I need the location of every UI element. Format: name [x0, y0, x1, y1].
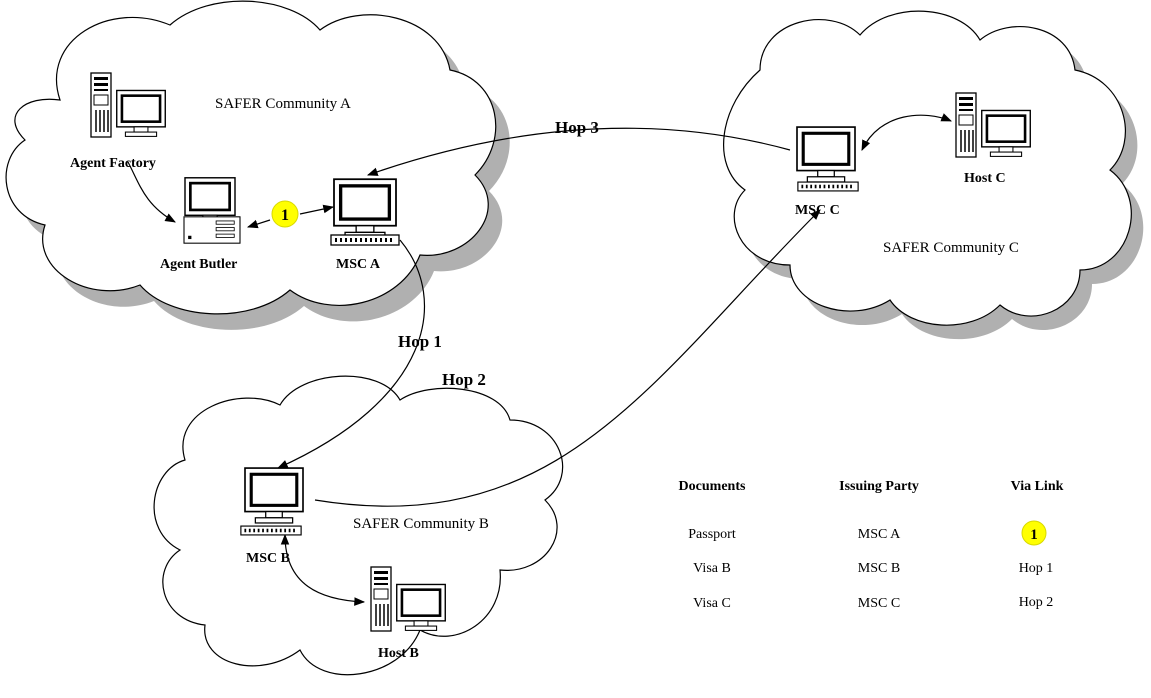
- mscb-hostb-link: [280, 533, 366, 606]
- table-cell-issuer: MSC A: [858, 527, 901, 542]
- table-cell-via: Hop 2: [1019, 595, 1054, 610]
- hop1-link: [277, 239, 426, 469]
- table-cell-issuer: MSC B: [858, 561, 900, 576]
- agent-butler-node: Agent Butler: [160, 176, 241, 272]
- msc-b-label: MSC B: [246, 551, 290, 566]
- mscc-hostc-link: [861, 113, 952, 151]
- agent-factory-node: Agent Factory: [70, 72, 167, 171]
- table-header-documents: Documents: [679, 479, 746, 494]
- msc-a-node: MSC A: [330, 177, 400, 272]
- table-row: Passport MSC A 1: [688, 520, 1047, 546]
- network-switch-icon: [330, 234, 400, 246]
- network-switch-icon: [240, 525, 302, 536]
- table-header-via-link: Via Link: [1011, 479, 1064, 494]
- host-c-label: Host C: [964, 171, 1006, 186]
- documents-table: Documents Issuing Party Via Link Passpor…: [679, 479, 1064, 611]
- table-header-issuing-party: Issuing Party: [839, 479, 919, 494]
- butler-link-right: [299, 204, 335, 215]
- table-row: Visa B MSC B Hop 1: [693, 561, 1053, 576]
- msc-c-node: MSC C: [795, 125, 859, 218]
- link-1-badge: 1: [271, 200, 299, 228]
- hop-1-label: Hop 1: [398, 332, 442, 351]
- table-cell-via-badge: 1: [1021, 520, 1047, 546]
- hop-3-label: Hop 3: [555, 118, 599, 137]
- hop-2-label: Hop 2: [442, 370, 486, 389]
- table-cell-document: Passport: [688, 527, 736, 542]
- tower-server-icon: [90, 72, 112, 138]
- tower-server-icon: [955, 92, 977, 158]
- tower-server-icon: [370, 566, 392, 632]
- agent-factory-label: Agent Factory: [70, 156, 156, 171]
- community-c-label: SAFER Community C: [883, 240, 1019, 256]
- hop3-link: [366, 127, 791, 176]
- msc-c-label: MSC C: [795, 203, 840, 218]
- community-a-label: SAFER Community A: [215, 96, 351, 112]
- msc-b-node: MSC B: [240, 466, 305, 566]
- butler-link-left: [246, 219, 271, 229]
- hop2-link: [314, 209, 821, 507]
- factory-to-butler-link: [127, 161, 176, 223]
- table-cell-via: Hop 1: [1019, 561, 1054, 576]
- host-b-node: Host B: [370, 566, 447, 661]
- host-b-label: Host B: [378, 646, 419, 661]
- via-badge-label: 1: [1030, 527, 1038, 543]
- network-switch-icon: [797, 181, 859, 192]
- community-b-label: SAFER Community B: [353, 516, 489, 532]
- host-c-node: Host C: [955, 92, 1032, 186]
- table-row: Visa C MSC C Hop 2: [693, 595, 1053, 611]
- table-cell-issuer: MSC C: [858, 596, 900, 611]
- desktop-pc-icon: [183, 216, 241, 244]
- cloud-community-c: [723, 10, 1132, 326]
- agent-butler-label: Agent Butler: [160, 257, 237, 272]
- msc-a-label: MSC A: [336, 257, 381, 272]
- link-1-badge-label: 1: [281, 207, 289, 224]
- table-cell-document: Visa C: [693, 596, 731, 611]
- table-cell-document: Visa B: [693, 561, 731, 576]
